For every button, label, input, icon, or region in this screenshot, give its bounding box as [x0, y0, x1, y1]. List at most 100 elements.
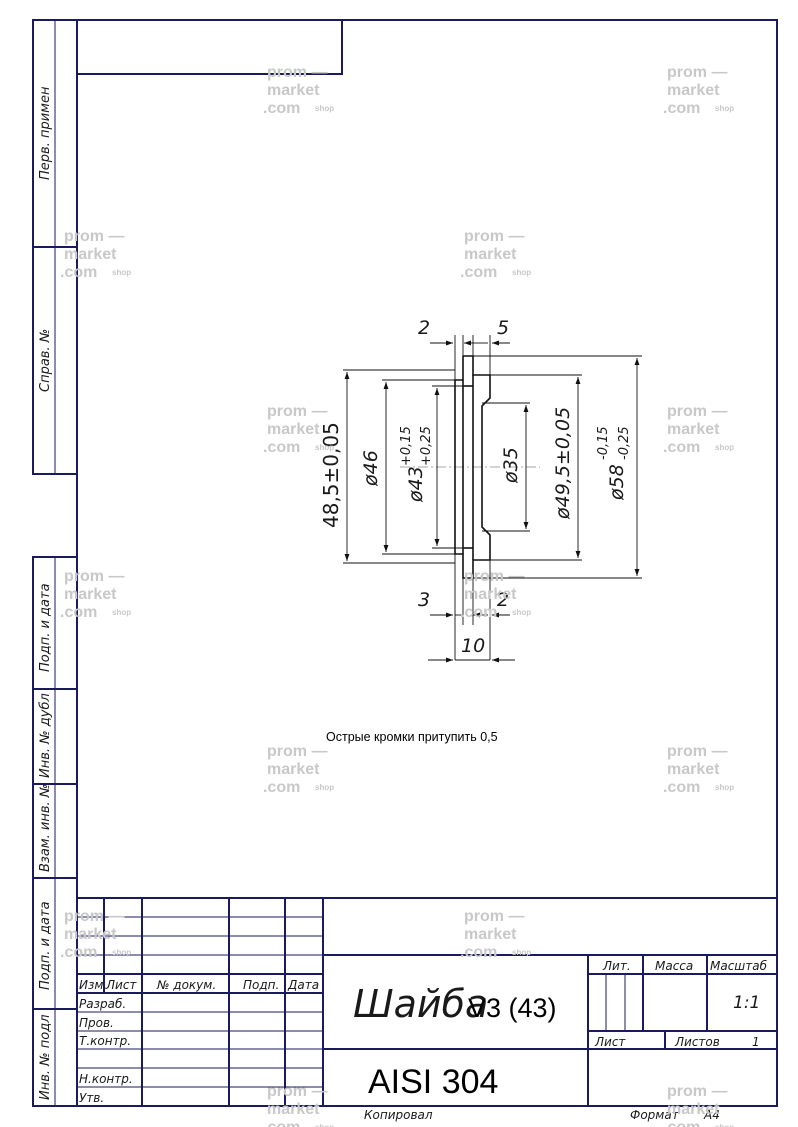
dim-bottom-left-3: 3 — [418, 589, 430, 611]
copied-label: Копировал — [364, 1108, 433, 1122]
watermark-stamp: prom —market.com shop — [663, 64, 734, 117]
col-no-dokum: № докум. — [156, 978, 216, 992]
svg-text:.com: .com — [60, 264, 97, 281]
stamp-inv-podl: Инв. № подл — [38, 1014, 53, 1100]
svg-text:.com: .com — [460, 944, 497, 961]
watermark-stamp: prom —market.com shop — [663, 743, 734, 796]
svg-text:shop: shop — [112, 948, 131, 957]
svg-text:.com: .com — [263, 439, 300, 456]
svg-text:market: market — [464, 926, 517, 943]
dim-d43-lower: +0,25 — [419, 426, 434, 466]
row-razrab: Разраб. — [79, 997, 126, 1011]
svg-text:prom —: prom — — [64, 568, 124, 585]
svg-text:shop: shop — [715, 443, 734, 452]
scale-value: 1:1 — [733, 993, 760, 1013]
format-label: Формат — [630, 1108, 680, 1122]
dim-48-5: 48,5±0,05 — [319, 422, 343, 528]
dim-d58: ø58 — [606, 464, 628, 501]
svg-text:prom —: prom — — [464, 228, 524, 245]
svg-text:prom —: prom — — [267, 64, 327, 81]
svg-text:.com: .com — [663, 779, 700, 796]
svg-text:prom —: prom — — [464, 568, 524, 585]
stamp-podp-data-1: Подп. и дата — [38, 583, 53, 672]
svg-text:market: market — [464, 586, 517, 603]
watermark-stamp: prom —market.com shop — [460, 568, 531, 621]
dim-top-left-2: 2 — [418, 317, 430, 339]
top-left-box — [77, 20, 343, 75]
svg-text:.com: .com — [263, 779, 300, 796]
svg-text:market: market — [64, 926, 117, 943]
svg-text:market: market — [267, 761, 320, 778]
svg-text:market: market — [267, 82, 320, 99]
mass-label: Масса — [655, 959, 693, 973]
col-list: Лист — [105, 978, 137, 992]
svg-text:market: market — [64, 586, 117, 603]
svg-text:.com: .com — [460, 604, 497, 621]
svg-text:shop: shop — [315, 1123, 334, 1127]
svg-text:market: market — [267, 1101, 320, 1118]
left-stamp-top — [32, 19, 78, 475]
svg-text:prom —: prom — — [667, 743, 727, 760]
dim-d46: ø46 — [360, 450, 382, 487]
row-tkontr: Т.контр. — [79, 1034, 131, 1048]
watermark-stamp: prom —market.com shop — [60, 568, 131, 621]
svg-text:market: market — [267, 421, 320, 438]
col-podp: Подп. — [243, 978, 279, 992]
sheets-value: 1 — [752, 1035, 760, 1049]
svg-text:shop: shop — [315, 783, 334, 792]
svg-text:shop: shop — [112, 608, 131, 617]
svg-text:.com: .com — [263, 100, 300, 117]
dim-d43: ø43 — [405, 466, 427, 503]
svg-text:shop: shop — [512, 608, 531, 617]
svg-text:shop: shop — [112, 268, 131, 277]
format-value: А4 — [703, 1108, 720, 1122]
col-data: Дата — [287, 978, 319, 992]
svg-text:.com: .com — [663, 100, 700, 117]
svg-text:market: market — [464, 246, 517, 263]
svg-text:market: market — [667, 82, 720, 99]
dim-top-right-5: 5 — [497, 317, 509, 339]
svg-text:market: market — [667, 421, 720, 438]
row-utv: Утв. — [79, 1091, 104, 1105]
svg-text:prom —: prom — — [667, 1083, 727, 1100]
svg-text:shop: shop — [715, 104, 734, 113]
col-izm: Изм. — [79, 978, 107, 992]
dim-d49-5: ø49,5±0,05 — [552, 407, 574, 520]
stamp-perv-primen: Перв. примен — [38, 86, 53, 180]
svg-text:prom —: prom — — [64, 228, 124, 245]
dim-d58-lower: -0,25 — [617, 426, 632, 460]
scale-label: Масштаб — [710, 959, 768, 973]
stamp-podp-data-2: Подп. и дата — [38, 901, 53, 990]
row-prov: Пров. — [79, 1016, 114, 1030]
stamp-vzam-inv: Взам. инв. № — [38, 784, 53, 872]
dim-d43-upper: +0,15 — [399, 426, 414, 466]
stamp-inv-dubl: Инв. № дубл — [38, 693, 53, 778]
watermark-stamp: prom —market.com shop — [263, 64, 334, 117]
svg-text:shop: shop — [715, 1123, 734, 1127]
row-nkontr: Н.контр. — [79, 1072, 133, 1086]
part-code: V3 (43) — [468, 993, 557, 1023]
svg-text:.com: .com — [460, 264, 497, 281]
stamp-sprav-no: Справ. № — [38, 329, 53, 392]
svg-text:prom —: prom — — [667, 64, 727, 81]
svg-text:shop: shop — [315, 104, 334, 113]
svg-text:market: market — [667, 761, 720, 778]
dim-d58-upper: -0,15 — [596, 426, 611, 460]
dimension-lines — [343, 335, 642, 663]
svg-text:shop: shop — [715, 783, 734, 792]
dim-d35: ø35 — [500, 447, 522, 484]
dim-width-10: 10 — [461, 635, 485, 657]
svg-text:prom —: prom — — [267, 403, 327, 420]
svg-text:market: market — [667, 1101, 720, 1118]
svg-text:.com: .com — [60, 604, 97, 621]
